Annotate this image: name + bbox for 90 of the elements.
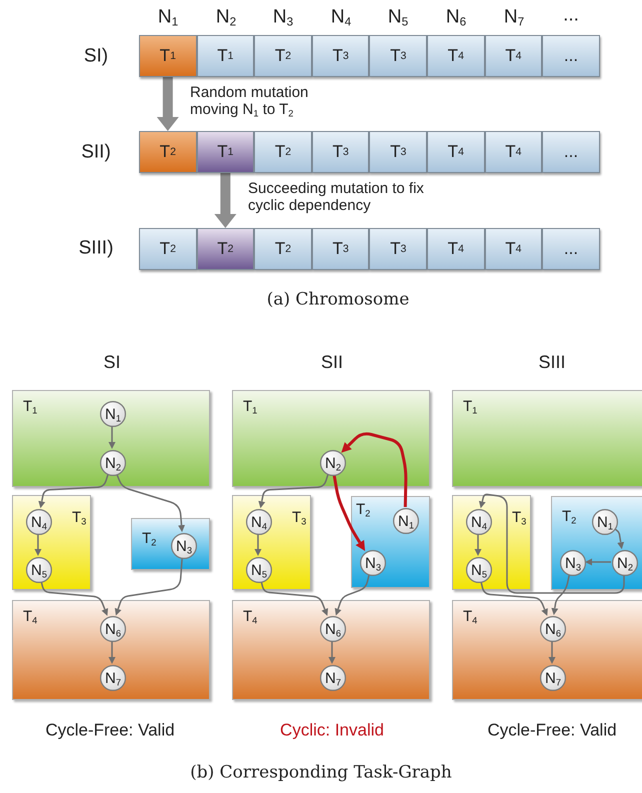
arrow xyxy=(332,474,366,551)
node-circle: N$_{3}$ xyxy=(560,550,586,576)
caption: (b) Corresponding Task-Graph xyxy=(190,764,452,782)
column-header: N$_{3}$ xyxy=(272,8,294,28)
node-circle: N$_{6}$ xyxy=(100,616,126,642)
node-circle: N$_{6}$ xyxy=(540,616,566,642)
arrow xyxy=(108,641,116,664)
column-header: N$_{6}$ xyxy=(446,8,466,28)
arrow xyxy=(478,494,625,594)
task-label: T$_{4}$ xyxy=(23,609,38,624)
status-text: Cycle-Free: Valid xyxy=(45,722,175,740)
status-text: Cycle-Free: Valid xyxy=(487,722,617,740)
task-label: T$_{1}$ xyxy=(243,399,258,414)
node-circle: N$_{1}$ xyxy=(100,401,126,427)
panel-title: SII xyxy=(321,353,343,373)
arrow xyxy=(258,474,329,508)
row-label: SIII) xyxy=(78,238,114,260)
node-circle: N$_{2}$ xyxy=(320,450,346,476)
caption: (a) Chromosome xyxy=(266,290,410,310)
task-label: T$_{1}$ xyxy=(463,399,478,414)
task-label: T$_{2}$ xyxy=(562,509,576,524)
node-circle: N$_{5}$ xyxy=(246,557,272,583)
block-arrow xyxy=(156,77,179,131)
arrow xyxy=(551,574,570,616)
task-label: T$_{3}$ xyxy=(72,510,86,525)
arrow xyxy=(254,534,262,556)
arrow xyxy=(116,474,185,532)
task-box xyxy=(232,390,430,487)
column-header: N$_{4}$ xyxy=(330,8,352,28)
task-box xyxy=(12,390,210,487)
node-circle: N$_{4}$ xyxy=(246,509,272,535)
node-circle: N$_{1}$ xyxy=(393,508,419,534)
row-label: SII) xyxy=(81,142,111,164)
status-text: Cyclic: Invalid xyxy=(280,722,384,740)
node-circle: N$_{5}$ xyxy=(466,557,492,583)
node-circle: N$_{3}$ xyxy=(360,550,386,576)
block-arrow xyxy=(214,173,236,228)
node-circle: N$_{7}$ xyxy=(540,665,566,691)
node-circle: N$_{3}$ xyxy=(171,533,197,559)
node-circle: N$_{4}$ xyxy=(26,509,52,535)
task-label: T$_{4}$ xyxy=(463,609,478,624)
task-label: T$_{2}$ xyxy=(142,531,156,546)
node-circle: N$_{2}$ xyxy=(100,450,126,476)
arrow xyxy=(34,534,42,556)
node-circle: N$_{7}$ xyxy=(100,665,126,691)
column-header: N$_{1}$ xyxy=(158,8,178,28)
node-circle: N$_{4}$ xyxy=(466,509,492,535)
panel-title: SI xyxy=(104,353,120,373)
arrow xyxy=(260,581,328,616)
task-box xyxy=(452,390,642,487)
arrow xyxy=(341,432,408,508)
gene-cell: ... xyxy=(542,131,600,173)
arrow xyxy=(614,528,624,550)
task-box xyxy=(452,600,642,700)
task-label: T$_{3}$ xyxy=(512,510,526,525)
node-circle: N$_{6}$ xyxy=(320,616,346,642)
panel-title: SIII xyxy=(538,353,566,373)
node-circle: N$_{2}$ xyxy=(612,550,638,576)
node-circle: N$_{1}$ xyxy=(592,509,618,535)
row-label: SI) xyxy=(84,46,108,68)
arrow xyxy=(40,581,108,616)
column-header: N$_{5}$ xyxy=(388,8,408,28)
node-circle: N$_{5}$ xyxy=(26,557,52,583)
task-box xyxy=(351,496,430,588)
arrow xyxy=(108,426,116,449)
column-header: N$_{7}$ xyxy=(504,8,524,28)
column-header: ... xyxy=(563,6,579,26)
arrow xyxy=(114,558,183,616)
task-box xyxy=(551,496,642,590)
arrow xyxy=(548,641,556,664)
task-box xyxy=(452,495,531,590)
task-label: T$_{1}$ xyxy=(23,399,38,414)
task-box xyxy=(232,495,311,590)
node-circle: N$_{7}$ xyxy=(320,665,346,691)
task-label: T$_{3}$ xyxy=(292,510,306,525)
arrow xyxy=(480,581,548,616)
column-header: N$_{2}$ xyxy=(216,8,236,28)
task-box xyxy=(12,495,91,590)
arrow xyxy=(334,574,370,616)
arrow xyxy=(328,641,336,664)
task-box xyxy=(131,518,210,570)
task-label: T$_{4}$ xyxy=(243,609,258,624)
gene-cell: ... xyxy=(542,228,600,270)
task-box xyxy=(12,600,210,700)
arrow xyxy=(585,558,611,566)
arrow xyxy=(474,534,482,556)
gene-cell: ... xyxy=(542,35,600,77)
task-box xyxy=(232,600,430,700)
task-label: T$_{2}$ xyxy=(356,502,370,517)
arrow xyxy=(38,474,109,508)
